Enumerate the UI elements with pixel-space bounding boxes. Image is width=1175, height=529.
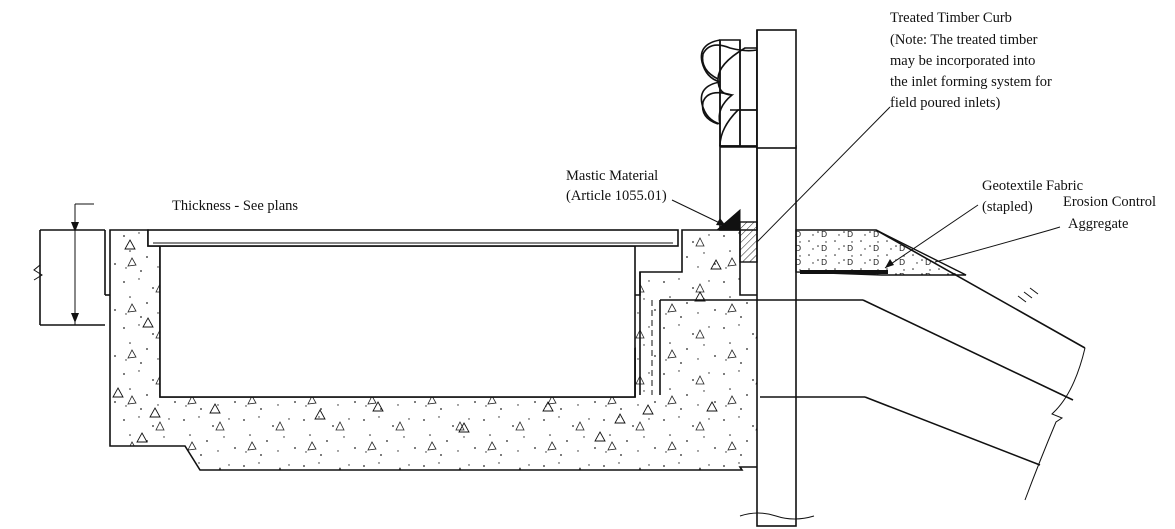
timber-curb: [739, 221, 758, 263]
timber-curb-line-1: Treated Timber Curb: [890, 10, 1012, 26]
erosion-line-2: Aggregate: [1068, 216, 1128, 232]
geotextile-line-2: (stapled): [982, 199, 1033, 215]
existing-slab: [33, 229, 110, 326]
timber-curb-line-2: (Note: The treated timber: [890, 32, 1038, 48]
erosion-note: Erosion Control Aggregate: [1063, 194, 1156, 232]
mastic-line-2: (Article 1055.01): [566, 188, 667, 204]
geotextile-line-1: Geotextile Fabric: [982, 178, 1083, 194]
erosion-aggregate: [795, 229, 967, 276]
geotextile-note: Geotextile Fabric (stapled): [982, 178, 1083, 215]
right-embankment: [660, 229, 1086, 501]
thickness-label: Thickness - See plans: [172, 198, 298, 214]
timber-curb-line-4: the inlet forming system for: [890, 74, 1052, 90]
timber-curb-note: Treated Timber Curb (Note: The treated t…: [890, 10, 1052, 111]
timber-curb-line-3: may be incorporated into: [890, 53, 1035, 69]
thickness-dimension: [71, 203, 94, 325]
erosion-line-1: Erosion Control: [1063, 194, 1156, 210]
timber-curb-line-5: field poured inlets): [890, 95, 1001, 111]
mastic-note: Mastic Material (Article 1055.01): [566, 168, 667, 204]
inlet-concrete-body: [109, 229, 761, 471]
leader-lines: [671, 106, 1061, 269]
mastic-line-1: Mastic Material: [566, 168, 658, 184]
